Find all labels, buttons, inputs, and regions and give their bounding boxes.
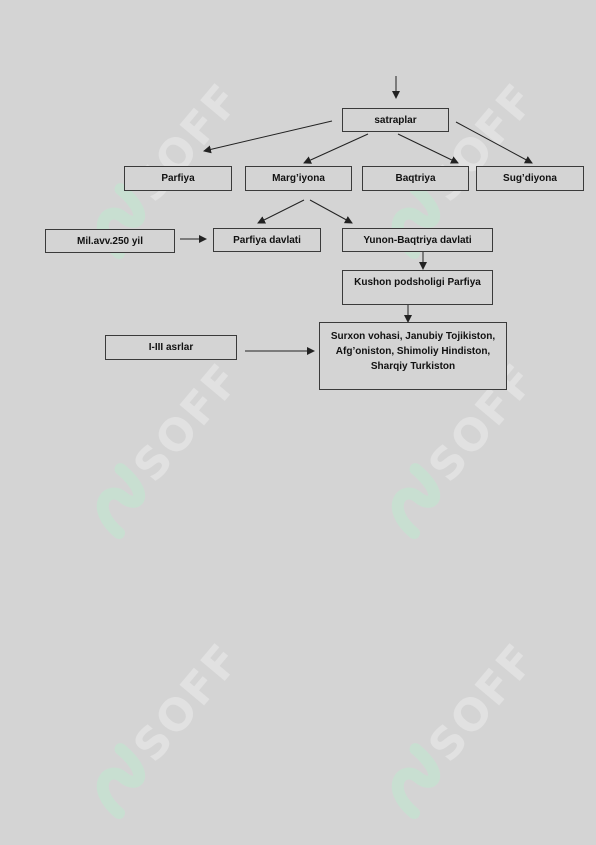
regions-box: Surxon vohasi, Janubiy Tojikiston, Afg’o… — [319, 322, 507, 390]
margiyona-box: Marg’iyona — [245, 166, 352, 191]
asrlar-label: I-III asrlar — [148, 342, 194, 353]
watermark: SOFF — [50, 615, 270, 845]
watermark-logo-icon — [391, 743, 441, 820]
yunon-baqtriya-box: Yunon-Baqtriya davlati — [342, 228, 493, 252]
milavv-label: Mil.avv.250 yil — [77, 235, 143, 247]
margiyona-label: Marg’iyona — [272, 173, 325, 184]
regions-label: Surxon vohasi, Janubiy Tojikiston, Afg’o… — [330, 331, 496, 372]
arrow-margiyona-yunon-baqtriya — [309, 199, 353, 224]
baqtriya-label: Baqtriya — [395, 173, 436, 184]
watermark-logo-icon — [96, 463, 146, 540]
satraplar-label: satraplar — [374, 114, 417, 126]
kushon-label: Kushon podsholigi Parfiya — [354, 277, 481, 288]
asrlar-box: I-III asrlar — [105, 335, 237, 360]
watermark: SOFF — [50, 335, 270, 565]
baqtriya-box: Baqtriya — [362, 166, 469, 191]
watermark: SOFF — [345, 615, 565, 845]
yunon-baqtriya-label: Yunon-Baqtriya davlati — [363, 234, 472, 246]
parfiya-label: Parfiya — [161, 173, 195, 184]
watermark: SOFF — [345, 335, 565, 565]
arrow-margiyona-parfiya-davlati — [257, 199, 305, 224]
arrow-satraplar-baqtriya — [397, 133, 459, 164]
arrow-satraplar-parfiya — [203, 120, 333, 154]
watermark-logo-icon — [391, 463, 441, 540]
milavv-box: Mil.avv.250 yil — [45, 229, 175, 253]
sugdiyona-box: Sug’diyona — [476, 166, 584, 191]
arrow-satraplar-margiyona — [303, 133, 369, 164]
sugdiyona-label: Sug’diyona — [503, 173, 557, 184]
parfiya-davlati-label: Parfiya davlati — [233, 234, 301, 246]
satraplar-box: satraplar — [342, 108, 449, 132]
parfiya-box: Parfiya — [124, 166, 232, 191]
watermark-logo-icon — [96, 743, 146, 820]
arrow-satraplar-sugdiyona — [455, 121, 533, 164]
kushon-box: Kushon podsholigi Parfiya — [342, 270, 493, 305]
parfiya-davlati-box: Parfiya davlati — [213, 228, 321, 252]
